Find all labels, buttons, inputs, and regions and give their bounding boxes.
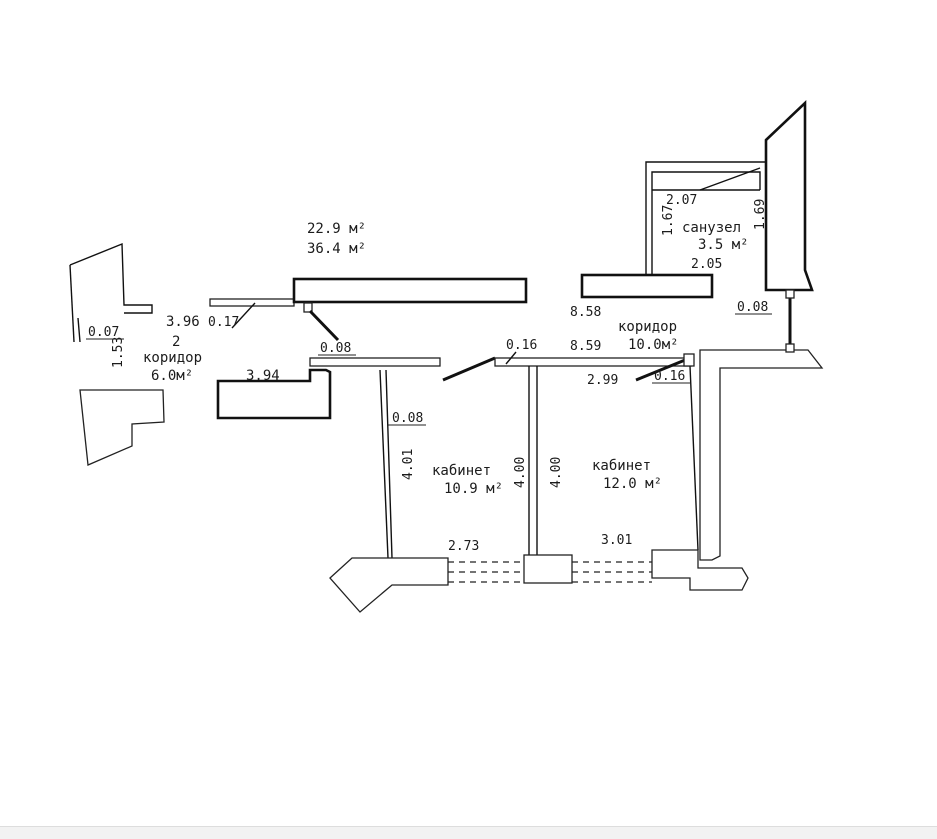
- office-right-area: 12.0 м²: [603, 476, 662, 492]
- office-right-name: кабинет: [592, 458, 651, 474]
- bottom-scrollbar-strip: [0, 826, 937, 839]
- dim-8-59: 8.59: [570, 339, 601, 354]
- dim-2-99: 2.99: [587, 373, 618, 388]
- office-partitions: [379, 365, 699, 559]
- dim-2-07: 2.07: [666, 193, 697, 208]
- column-marker: [683, 353, 695, 367]
- dim-3-96: 3.96: [166, 314, 200, 330]
- dim-4-01: 4.01: [401, 449, 416, 480]
- total-area-1: 22.9 м²: [307, 221, 366, 237]
- upper-partition: [209, 277, 528, 342]
- dim-0-16-b: 0.16: [654, 369, 685, 384]
- dim-2-73: 2.73: [448, 539, 479, 554]
- dim-0-17: 0.17: [208, 315, 239, 330]
- dim-0-07: 0.07: [88, 325, 119, 340]
- dim-1-69: 1.69: [753, 199, 768, 230]
- corridor-left-name: коридор: [143, 350, 202, 366]
- corridor-right-name: коридор: [618, 319, 677, 335]
- dim-1-67: 1.67: [661, 205, 676, 236]
- dim-0-08-b: 0.08: [392, 411, 423, 426]
- room-number-2: 2: [172, 334, 180, 350]
- dim-1-53: 1.53: [111, 337, 126, 368]
- office-left-name: кабинет: [432, 463, 491, 479]
- dim-4-00-a: 4.00: [513, 457, 528, 488]
- middle-left-wall: [216, 357, 441, 420]
- bottom-wall: [329, 549, 749, 613]
- total-area-2: 36.4 м²: [307, 241, 366, 257]
- dim-3-94: 3.94: [246, 368, 280, 384]
- dim-4-00-b: 4.00: [549, 457, 564, 488]
- corridor-left-area: 6.0м²: [151, 368, 193, 384]
- dim-3-01: 3.01: [601, 533, 632, 548]
- bathroom-area: 3.5 м²: [698, 237, 749, 253]
- dim-0-08-c: 0.08: [737, 300, 768, 315]
- office-left-area: 10.9 м²: [444, 481, 503, 497]
- dim-2-05: 2.05: [691, 257, 722, 272]
- bathroom-block: [580, 99, 814, 353]
- right-exterior-wall: [699, 349, 824, 561]
- bathroom-name: санузел: [682, 220, 741, 236]
- dim-0-16-a: 0.16: [506, 338, 537, 353]
- left-corridor-walls: [69, 242, 165, 466]
- dim-0-08-a: 0.08: [320, 341, 351, 356]
- labels: 22.9 м² 36.4 м² 0.07 1.53 3.96 0.17 2 ко…: [86, 193, 772, 554]
- corridor-right-area: 10.0м²: [628, 337, 679, 353]
- dim-8-58: 8.58: [570, 305, 601, 320]
